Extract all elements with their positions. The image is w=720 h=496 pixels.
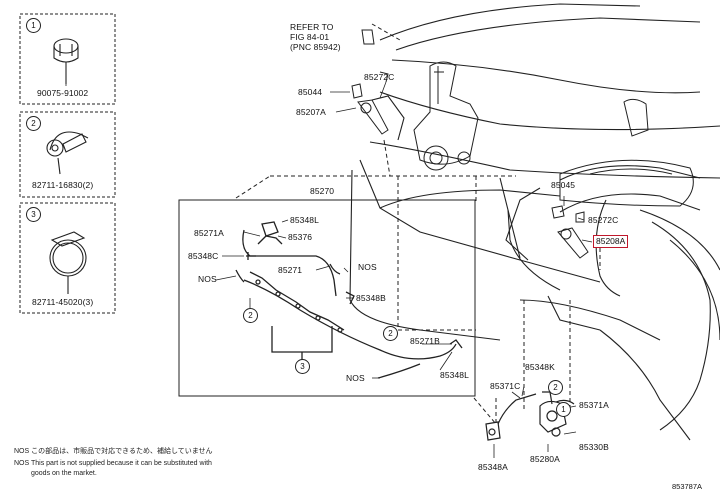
part-label-85207A[interactable]: 85207A (296, 107, 326, 117)
part-label-85376[interactable]: 85376 (288, 232, 313, 242)
clip-box-3-frame (19, 202, 116, 314)
part-label-85270[interactable]: 85270 (310, 186, 335, 196)
routing-leaders (235, 23, 601, 425)
footnote-english-line1: NOS This part is not supplied because it… (14, 460, 212, 467)
part-label-85348A[interactable]: 85348A (478, 462, 508, 472)
diagram-code: 853787A (672, 482, 703, 491)
clip-box-1-part-number[interactable]: 90075-91002 (37, 88, 89, 98)
clip-box-2-frame (19, 111, 116, 198)
leader-lines (65, 81, 593, 458)
nos-label-3[interactable]: NOS (346, 373, 365, 383)
part-label-85348B[interactable]: 85348B (356, 293, 386, 303)
part-label-85348C[interactable]: 85348C (188, 251, 219, 261)
clip-box-2-number: 2 (26, 116, 41, 131)
part-label-85348L-top[interactable]: 85348L (290, 215, 319, 225)
nos-label-1[interactable]: NOS (358, 262, 377, 272)
bracket-icon (361, 29, 375, 45)
callout-clip-2-left: 2 (243, 308, 258, 323)
hose-lines (235, 221, 463, 379)
hose-assembly-frame (178, 199, 476, 397)
part-label-85371A[interactable]: 85371A (579, 400, 609, 410)
clip-box-2-part-number[interactable]: 82711-16830(2) (32, 180, 94, 190)
part-label-85280A[interactable]: 85280A (530, 454, 560, 464)
refer-label-line3[interactable]: (PNC 85942) (290, 42, 341, 52)
part-label-85271B[interactable]: 85271B (410, 336, 440, 346)
part-label-85330B[interactable]: 85330B (579, 442, 609, 452)
part-label-85348L-bottom[interactable]: 85348L (440, 370, 469, 380)
callout-clip-2-bottom: 2 (548, 380, 563, 395)
vehicle-outline (349, 3, 720, 441)
clip-box-3-part-number[interactable]: 82711-45020(3) (32, 297, 94, 307)
refer-label-line1[interactable]: REFER TO (290, 22, 334, 32)
part-label-85272C-top[interactable]: 85272C (364, 72, 395, 82)
clip-1-icon (53, 38, 79, 84)
pump-assembly-drawing (485, 391, 575, 441)
part-label-85348K[interactable]: 85348K (525, 362, 555, 372)
callout-clip-2-right: 2 (383, 326, 398, 341)
clip-box-3-number: 3 (26, 207, 41, 222)
part-label-85371C[interactable]: 85371C (490, 381, 521, 391)
headlight-drawing (559, 98, 694, 207)
footnote-japanese: NOS この部品は、市販品で対応できるため、補給していません (14, 448, 213, 455)
nozzle-85207A-drawing (351, 83, 389, 135)
clip-3-icon (49, 231, 87, 294)
clip-2-icon (46, 131, 89, 175)
part-label-85045[interactable]: 85045 (551, 180, 576, 190)
refer-label-line2[interactable]: FIG 84-01 (290, 32, 330, 42)
clip-box-1-frame (19, 13, 116, 105)
callout-clip-1: 1 (556, 402, 571, 417)
nos-label-2[interactable]: NOS (198, 274, 217, 284)
callout-clip-3: 3 (295, 359, 310, 374)
part-label-85272C-right[interactable]: 85272C (588, 215, 619, 225)
reservoir-tank-drawing (413, 61, 479, 171)
part-label-85208A-highlighted[interactable]: 85208A (593, 235, 629, 248)
footnote-english-line2: goods on the market. (31, 470, 97, 477)
part-label-85044[interactable]: 85044 (298, 87, 323, 97)
part-label-85271[interactable]: 85271 (278, 265, 303, 275)
part-label-85271A[interactable]: 85271A (194, 228, 224, 238)
clip-box-1-number: 1 (26, 18, 41, 33)
nozzle-85208A-drawing (551, 205, 589, 259)
